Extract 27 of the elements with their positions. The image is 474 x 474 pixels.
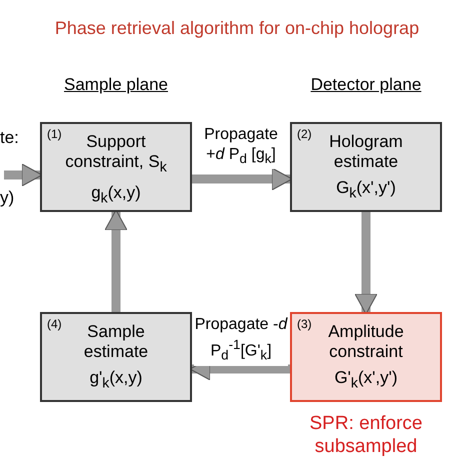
process-box <box>40 122 192 212</box>
node-text: Sample estimate <box>82 322 150 362</box>
process-box <box>290 312 442 402</box>
edge-label: Propagate -d P$_{d}$$^{-1}$[G'$_{k}$] <box>194 315 288 366</box>
arrow <box>354 212 378 314</box>
column-heading: Sample plane <box>63 75 169 95</box>
arrow <box>104 210 128 312</box>
process-box <box>290 122 442 212</box>
text-fragment: y) <box>0 188 16 208</box>
node-text: Support constraint, S$_{k}$ <box>64 132 168 178</box>
step-number: (2) <box>297 127 312 141</box>
process-box <box>40 312 192 402</box>
step-number: (3) <box>297 317 312 331</box>
column-heading: Detector plane <box>310 75 422 95</box>
annotation: SPR: enforce subsampled <box>308 412 424 458</box>
step-number: (4) <box>47 317 62 331</box>
node-text: Hologram estimate <box>328 132 404 172</box>
formula: G'$_{k}$(x',y') <box>334 368 398 394</box>
node-text: Amplitude constraint <box>327 322 405 362</box>
arrow <box>4 164 42 186</box>
formula: g$_{k}$(x,y) <box>91 183 141 209</box>
formula: G$_{k}$(x',y') <box>336 178 396 204</box>
text-fragment: te: <box>0 128 20 148</box>
title: Phase retrieval algorithm for on-chip holograp <box>54 18 420 39</box>
arrow <box>192 168 292 190</box>
formula: g'$_{k}$(x,y) <box>90 368 142 394</box>
step-number: (1) <box>47 127 62 141</box>
